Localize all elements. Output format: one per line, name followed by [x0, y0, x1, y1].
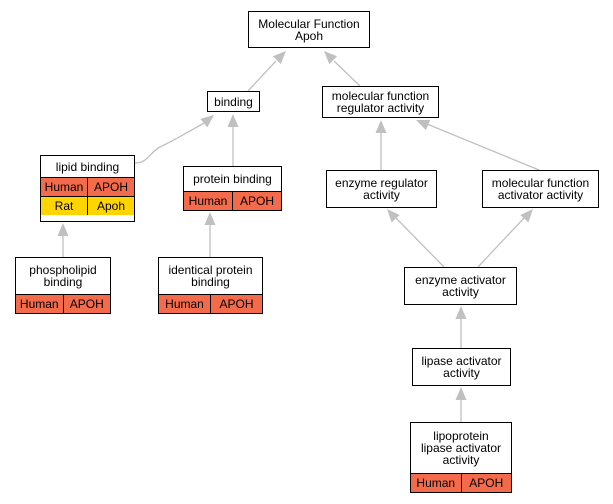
node-protein-binding[interactable]: protein binding Human APOH [183, 166, 282, 211]
edge-binding-to-root-arrowhead [272, 51, 286, 65]
node-label: lipid binding [55, 159, 120, 174]
species-row-human: Human APOH [41, 177, 134, 196]
node-enzyme-activator-activity[interactable]: enzyme activator activity [404, 267, 517, 305]
edge-lipoprotein-to-lipase-arrowhead [455, 387, 467, 400]
edge-enzyme-activator-to-activator [477, 217, 525, 268]
node-lipid-binding[interactable]: lipid binding Human APOH Rat Apoh [40, 155, 135, 222]
node-label: molecular function activator activity [491, 176, 590, 202]
edge-enzyme-activator-to-activator-arrowhead [520, 209, 533, 223]
species-cell: Human [19, 297, 59, 311]
edge-phospholipid-to-lipid-binding-arrowhead [57, 223, 69, 236]
edge-identical-to-protein-binding-arrowhead [204, 212, 216, 225]
node-lipase-activator-activity[interactable]: lipase activator activity [412, 348, 511, 386]
gene-cell: APOH [210, 295, 262, 313]
species-cell: Human [165, 297, 204, 311]
species-row-human: Human APOH [184, 191, 281, 210]
species-cell: Human [416, 476, 456, 490]
edge-activator-to-regulator-arrowhead [416, 119, 431, 131]
edge-enzyme-activator-to-enzyme-regulator-arrowhead [387, 209, 400, 223]
species-cell: Human [188, 194, 228, 208]
node-enzyme-regulator-activity[interactable]: enzyme regulator activity [326, 170, 437, 208]
edge-lipase-to-enzyme-activator-arrowhead [455, 306, 467, 319]
node-label: Molecular Function Apoh [258, 16, 360, 43]
edge-lipid-binding-to-binding-arrowhead [200, 115, 214, 128]
edge-lipid-binding-to-binding [134, 121, 207, 164]
species-cell: Human [44, 180, 84, 194]
node-label: phospholipid binding [29, 263, 97, 289]
node-label: binding [214, 94, 253, 109]
node-label: lipoprotein lipase activator activity [420, 429, 502, 467]
node-label: identical protein binding [168, 263, 253, 289]
edge-protein-binding-to-binding-arrowhead [227, 114, 239, 127]
edge-enzyme-activator-to-enzyme-regulator [395, 217, 445, 268]
node-identical-protein-binding[interactable]: identical protein binding Human APOH [158, 257, 263, 314]
node-label: enzyme regulator activity [335, 176, 428, 202]
species-row-human: Human APOH [159, 294, 262, 313]
gene-cell: APOH [232, 192, 281, 210]
gene-cell: APOH [87, 178, 134, 196]
edge-enzyme-regulator-to-regulator-arrowhead [375, 120, 387, 133]
edge-binding-to-root [247, 60, 277, 92]
gene-cell: Apoh [87, 197, 134, 215]
node-label: enzyme activator activity [415, 273, 506, 299]
edge-regulator-to-root [333, 60, 361, 87]
node-label: lipase activator activity [421, 354, 502, 380]
species-row-human: Human APOH [411, 473, 511, 492]
node-lipoprotein-lipase-activator-activity[interactable]: lipoprotein lipase activator activity Hu… [410, 422, 512, 493]
node-phospholipid-binding[interactable]: phospholipid binding Human APOH [15, 257, 111, 314]
node-molecular-function-regulator-activity[interactable]: molecular function regulator activity [322, 86, 439, 118]
node-molecular-function-activator-activity[interactable]: molecular function activator activity [482, 170, 599, 208]
species-row-rat: Rat Apoh [41, 196, 134, 215]
edge-activator-to-regulator [426, 123, 540, 171]
node-binding[interactable]: binding [207, 91, 260, 112]
node-label: molecular function regulator activity [331, 89, 430, 115]
node-molecular-function-apoh[interactable]: Molecular Function Apoh [248, 11, 370, 48]
gene-cell: APOH [460, 474, 512, 492]
species-cell: Rat [54, 199, 74, 213]
edge-regulator-to-root-arrowhead [324, 51, 338, 65]
gene-cell: APOH [62, 295, 111, 313]
node-label: protein binding [193, 172, 272, 186]
species-row-human: Human APOH [16, 294, 110, 313]
